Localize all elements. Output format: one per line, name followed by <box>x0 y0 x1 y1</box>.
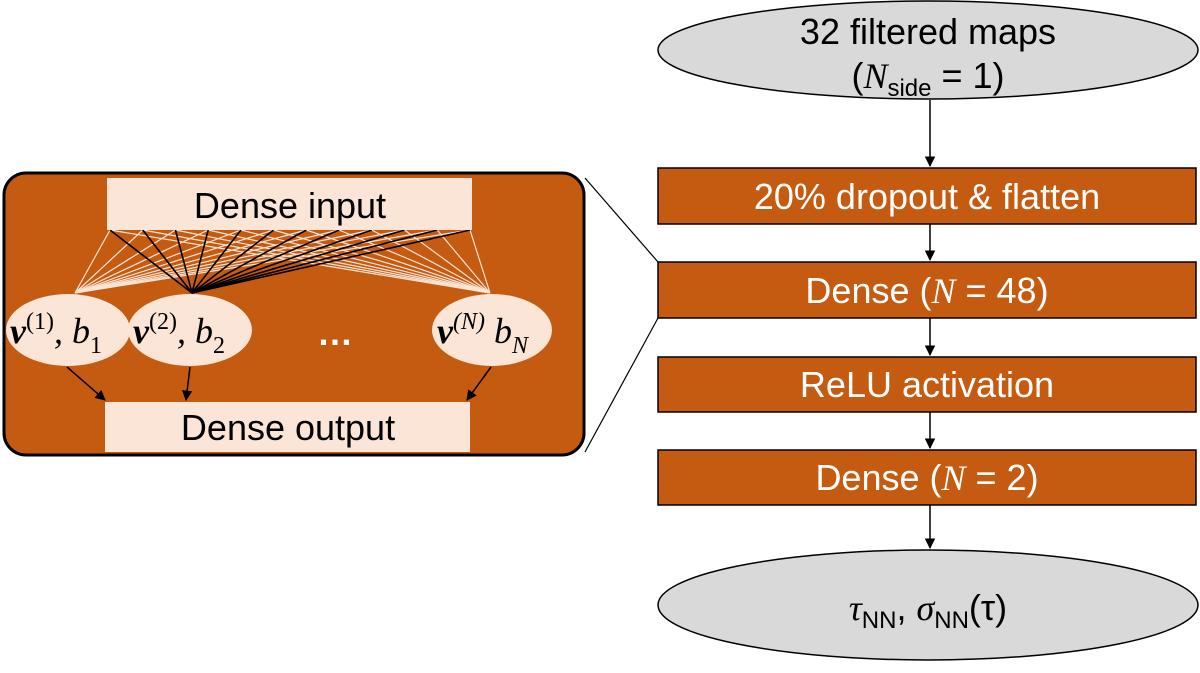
connection-line <box>74 229 471 294</box>
dense-input-box <box>107 178 472 230</box>
connection-line <box>74 229 405 294</box>
connection-line <box>74 229 340 294</box>
step-dense-2: Dense (N = 2) <box>657 449 1197 506</box>
arrow-neuron-2 <box>181 366 193 402</box>
arrow-neuron-1 <box>66 366 106 401</box>
output-node: τNN, σNN(τ) <box>657 549 1199 661</box>
connection-line <box>74 229 144 294</box>
connection-line <box>74 229 274 294</box>
connection-line <box>404 229 491 294</box>
connection-line <box>74 229 438 294</box>
connection-line <box>74 229 111 294</box>
dense-layer-detail-panel: Dense input v(1), b1 v(2), b2 … v(N) bN … <box>2 171 586 457</box>
dense-output-label: Dense output <box>181 407 395 448</box>
step-relu: ReLU activation <box>657 356 1197 413</box>
svg-text:20% dropout & flatten: 20% dropout & flatten <box>754 176 1100 217</box>
connection-line <box>436 229 491 294</box>
svg-text:τNN, σNN(τ): τNN, σNN(τ) <box>849 587 1007 634</box>
neuron-2: v(2), b2 <box>128 294 252 366</box>
connection-line <box>191 229 438 294</box>
connection-line <box>191 229 275 294</box>
connection-line <box>469 229 491 294</box>
connection-line <box>74 229 242 294</box>
connection-line <box>371 229 491 294</box>
connection-line <box>142 229 193 294</box>
zoom-connector-top <box>584 177 659 263</box>
connection-line <box>109 229 193 294</box>
connection-line <box>338 229 491 294</box>
arrow-neuron-n <box>466 366 492 401</box>
connection-lines <box>74 229 491 294</box>
connection-line <box>191 229 307 294</box>
svg-text:(Nside = 1): (Nside = 1) <box>851 55 1004 102</box>
connection-line <box>74 229 176 294</box>
connection-line <box>191 229 373 294</box>
ellipsis: … <box>317 312 353 353</box>
connection-line <box>208 229 491 294</box>
zoom-connector-bottom <box>584 317 659 453</box>
svg-text:Dense (N = 48): Dense (N = 48) <box>805 270 1048 311</box>
step-dropout-flatten: 20% dropout & flatten <box>657 167 1197 225</box>
connection-line <box>174 229 193 294</box>
connection-line <box>273 229 491 294</box>
svg-text:ReLU activation: ReLU activation <box>800 364 1054 405</box>
connection-line <box>306 229 491 294</box>
svg-text:v(1), b1: v(1), b1 <box>10 309 102 359</box>
connection-line <box>191 229 405 294</box>
dense-input-label: Dense input <box>194 185 386 226</box>
connection-line <box>191 229 209 294</box>
neuron-1: v(1), b1 <box>6 294 130 366</box>
svg-text:32 filtered maps: 32 filtered maps <box>800 11 1056 52</box>
connection-line <box>74 229 372 294</box>
svg-text:v(N) bN: v(N) bN <box>437 309 530 359</box>
svg-text:Dense (N = 2): Dense (N = 2) <box>815 457 1038 498</box>
connection-line <box>191 229 340 294</box>
connection-line <box>74 229 209 294</box>
step-dense-48: Dense (N = 48) <box>657 261 1197 319</box>
connection-line <box>240 229 491 294</box>
connection-line <box>191 229 471 294</box>
connection-line <box>74 229 307 294</box>
svg-text:v(2), b2: v(2), b2 <box>133 309 225 359</box>
neuron-n: v(N) bN <box>432 294 552 366</box>
connection-line <box>191 229 242 294</box>
dense-output-box <box>105 402 470 452</box>
input-node: 32 filtered maps (Nside = 1) <box>657 0 1199 102</box>
